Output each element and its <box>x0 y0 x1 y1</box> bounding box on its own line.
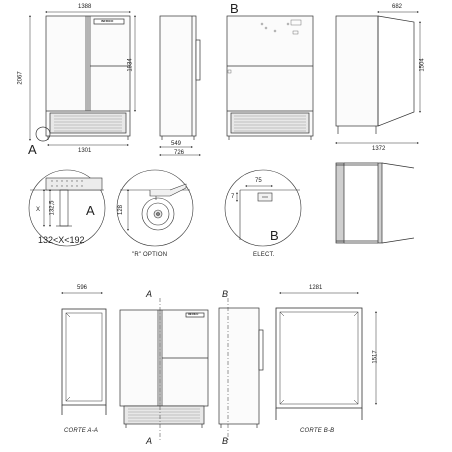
caption-corte-aa: CORTE A-A <box>64 428 99 434</box>
section-marker-a-bottom: A <box>146 436 153 446</box>
caption-corte-bb: CORTE B-B <box>300 428 335 434</box>
dim-front-width-top: 1388 <box>78 4 92 10</box>
detail-b-electrical <box>224 169 302 247</box>
dim-top-height: 1504 <box>419 58 426 72</box>
dim-foot-height: 132,5 <box>49 200 56 216</box>
detail-label-a: A <box>86 203 95 218</box>
section-marker-b-top: B <box>222 289 229 299</box>
front-view <box>45 15 131 140</box>
dim-section-b-height: 1517 <box>372 350 379 364</box>
floor-plan-view <box>335 162 415 244</box>
back-view <box>226 15 314 140</box>
caption-elect: ELECT. <box>253 252 275 258</box>
view-label-a: A <box>28 142 37 157</box>
back-fixtures <box>227 19 302 74</box>
detail-b-dimension-lines <box>236 185 273 202</box>
dim-foot-range: 132<X<192 <box>38 235 85 245</box>
section-marker-a-top: A <box>146 289 153 299</box>
dim-front-width-bottom: 1301 <box>78 148 92 154</box>
back-vent-grille <box>234 115 306 132</box>
dim-top-depth: 682 <box>392 4 403 10</box>
section-aa-view <box>61 308 107 415</box>
dim-front-door-height: 1934 <box>127 58 134 72</box>
dim-foot-label: X <box>36 207 41 213</box>
top-dimension-lines <box>335 11 421 144</box>
view-label-b: B <box>230 1 239 16</box>
detail-a-foot <box>28 169 106 247</box>
top-view <box>335 15 415 134</box>
detail-a-vent-dots <box>51 180 83 187</box>
dim-side-depth-total: 726 <box>174 150 185 156</box>
dim-front-height-total: 2067 <box>17 71 24 85</box>
dim-elect-height: 7 <box>231 194 235 200</box>
dim-elect-offset: 75 <box>255 178 262 184</box>
front-vent-grille <box>54 115 122 132</box>
dim-caster-height: 128 <box>118 204 125 216</box>
section-front-vent-grille <box>128 408 200 422</box>
section-bb-view <box>275 307 363 420</box>
detail-label-b: B <box>270 228 279 243</box>
section-bb-dimension-lines <box>279 292 377 405</box>
detail-a-dimension-lines <box>43 189 51 227</box>
front-dimension-lines <box>29 11 136 146</box>
section-front-logo: INFRICO <box>188 312 199 316</box>
section-side-view <box>218 307 264 428</box>
section-marker-b-bottom: B <box>222 436 229 446</box>
dim-section-a-width: 596 <box>77 285 88 291</box>
dim-top-width: 1372 <box>372 146 386 152</box>
caption-r-option: "R" OPTION <box>132 252 168 258</box>
detail-a-marker <box>35 126 51 142</box>
caster-detail <box>116 169 194 247</box>
side-dimension-lines <box>159 146 201 156</box>
dim-section-b-width: 1281 <box>309 285 323 291</box>
section-front-view <box>119 309 209 428</box>
side-view <box>159 15 201 140</box>
dim-side-depth-body: 549 <box>171 141 182 147</box>
front-logo: INFRICO <box>101 18 114 23</box>
